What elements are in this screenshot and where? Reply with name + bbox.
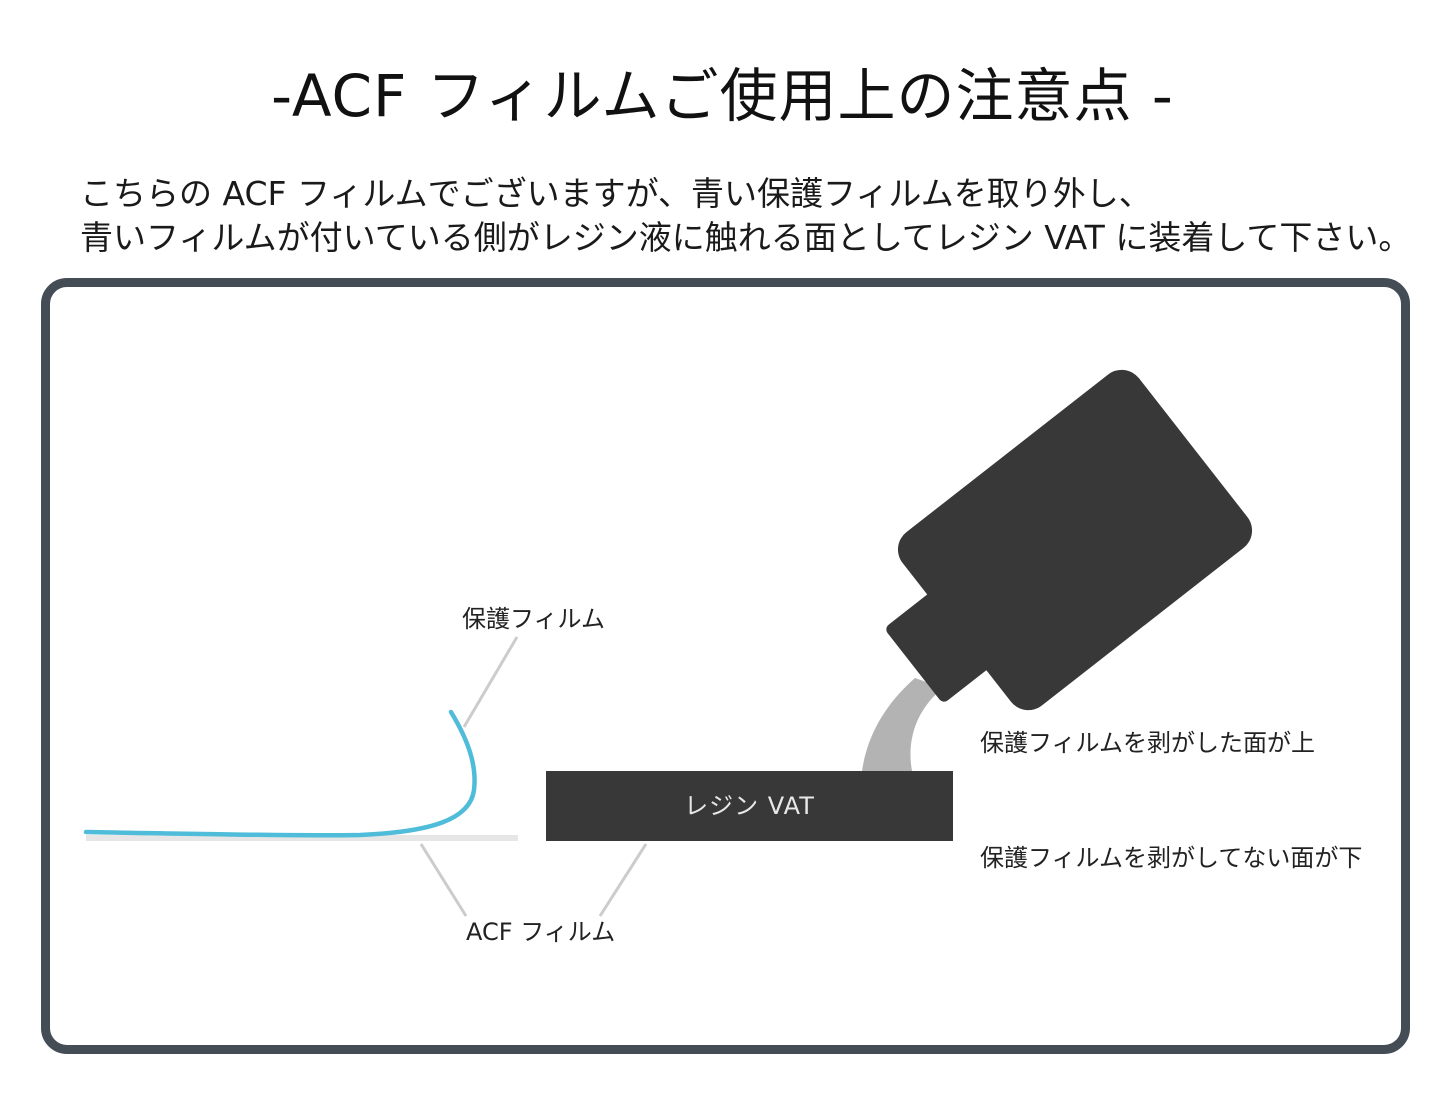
acf-film-label: ACF フィルム bbox=[466, 918, 616, 946]
instruction-text: こちらの ACF フィルムでございますが、青い保護フィルムを取り外し、 青いフィ… bbox=[80, 172, 1420, 260]
page-title: -ACF フィルムご使用上の注意点 - bbox=[271, 62, 1174, 130]
resin-stream bbox=[862, 678, 943, 771]
bottle-body bbox=[897, 369, 1253, 711]
leader-line-protective-film bbox=[462, 636, 519, 728]
vat-label: レジン VAT bbox=[684, 792, 815, 820]
diagram-frame bbox=[41, 278, 1410, 1054]
instruction-line-1: こちらの ACF フィルムでございますが、青い保護フィルムを取り外し、 bbox=[80, 174, 1152, 213]
resin-bottle bbox=[886, 369, 1253, 711]
resin-vat bbox=[546, 771, 953, 841]
peeled-side-up-label: 保護フィルムを剥がした面が上 bbox=[980, 729, 1316, 757]
protective-film-label: 保護フィルム bbox=[462, 605, 606, 633]
leader-line-acf-left bbox=[419, 843, 468, 917]
instruction-line-2: 青いフィルムが付いている側がレジン液に触れる面としてレジン VAT に装着して下… bbox=[80, 218, 1412, 257]
bottle-neck bbox=[886, 591, 992, 702]
leader-line-acf-right bbox=[598, 843, 648, 917]
protective-film-peel bbox=[83, 709, 477, 838]
acf-film-strip bbox=[86, 835, 518, 841]
unpeeled-side-down-label: 保護フィルムを剥がしてない面が下 bbox=[980, 844, 1363, 872]
